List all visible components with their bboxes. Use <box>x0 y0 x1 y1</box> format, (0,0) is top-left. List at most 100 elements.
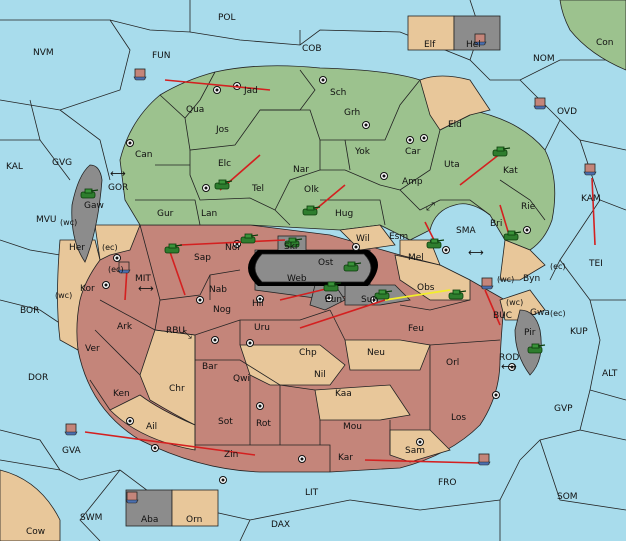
ship-icon[interactable] <box>473 33 487 46</box>
sea-label-gvg: GVG <box>52 158 72 168</box>
supply-center-dot <box>248 341 252 345</box>
land-label-gaw: Gaw <box>84 201 104 211</box>
double-arrow-icon: ⤡ <box>183 328 192 341</box>
territory-her[interactable] <box>94 224 141 261</box>
supply-center-dot <box>258 404 262 408</box>
land-label-nar: Nar <box>293 165 309 175</box>
land-label-los: Los <box>451 413 466 423</box>
land-labels: Jad Sch Qua Grh Jos Eld Can Yok Car Uta … <box>69 40 550 525</box>
land-label-gur: Gur <box>157 209 174 219</box>
land-label-byn: Byn <box>523 274 540 284</box>
sea-label-gva: GVA <box>62 446 82 456</box>
land-label-uta: Uta <box>444 160 460 170</box>
sea-label-buc: BUC <box>493 311 512 321</box>
arrow-olk-hug <box>314 184 346 211</box>
supply-center-dot <box>408 138 412 142</box>
arrow-hil-eun <box>279 287 331 301</box>
ship-icon[interactable] <box>480 277 494 290</box>
land-label-web: Web <box>287 274 307 284</box>
land-label-orn: Orn <box>186 515 202 525</box>
tank-icon[interactable] <box>492 146 511 157</box>
land-label-qwi: Qwi <box>233 374 250 384</box>
land-label-qua: Qua <box>186 105 204 115</box>
tank-icon[interactable] <box>323 281 342 292</box>
coast-tag-wc: (wc) <box>506 298 523 307</box>
territory-kaa[interactable] <box>314 384 411 421</box>
ship-icon[interactable] <box>64 423 78 436</box>
sea-label-gor: GOR <box>108 183 128 193</box>
land-label-chr: Chr <box>169 384 185 394</box>
supply-center-dot <box>215 88 219 92</box>
land-label-bar: Bar <box>202 362 218 372</box>
double-arrow-icon: ⟷ <box>110 167 126 180</box>
sea-label-con: Con <box>596 38 614 48</box>
ship-icon[interactable] <box>125 491 139 504</box>
land-label-grh: Grh <box>344 108 360 118</box>
territory-cow[interactable] <box>0 469 61 541</box>
coast-tag-ec: (ec) <box>550 309 566 318</box>
supply-center-dot <box>198 298 202 302</box>
ship-icon[interactable] <box>533 97 547 110</box>
sea-label-alt: ALT <box>602 369 618 379</box>
tank-icon[interactable] <box>503 230 522 241</box>
land-label-hug: Hug <box>335 209 353 219</box>
land-label-hel: Hel <box>466 40 481 50</box>
coast-tags: (wc) (ec) (ec) (wc) (ec) (wc) (wc) (ec) <box>55 218 566 318</box>
land-label-skr: Skr <box>284 242 299 252</box>
territory-web[interactable] <box>254 253 372 283</box>
tank-icon[interactable] <box>426 238 445 249</box>
land-label-sam: Sam <box>405 446 425 456</box>
supply-center-dot <box>235 242 239 246</box>
tank-icon[interactable] <box>284 237 303 248</box>
tank-icon[interactable] <box>374 289 393 300</box>
land-label-pir: Pir <box>524 328 536 338</box>
tank-icon[interactable] <box>80 188 99 199</box>
supply-center-dot <box>327 296 331 300</box>
territory-gaw[interactable] <box>71 164 103 263</box>
ship-icon[interactable] <box>583 163 597 176</box>
territory-byn[interactable] <box>499 239 546 281</box>
land-label-jos: Jos <box>215 125 229 135</box>
ship-icon[interactable] <box>477 453 491 466</box>
land-label-bri: Bri <box>490 219 502 229</box>
land-label-rot: Rot <box>256 419 271 429</box>
supply-centers <box>102 76 531 484</box>
land-label-chp: Chp <box>299 348 317 358</box>
sea-label-rbu: RBU <box>166 326 185 336</box>
territory-orn[interactable] <box>171 489 219 527</box>
sea-labels: POL FUN NVM COB NOM Con KAL GVG OVD GOR … <box>6 13 618 537</box>
coast-tag-wc: (wc) <box>60 218 77 227</box>
land-label-sap: Sap <box>194 253 211 263</box>
supply-center-dot <box>115 256 119 260</box>
land-label-eld: Eld <box>448 120 462 130</box>
tank-icon[interactable] <box>527 343 546 354</box>
land-label-neu: Neu <box>367 348 385 358</box>
supply-center-dot <box>364 123 368 127</box>
territory-con[interactable] <box>559 0 626 71</box>
tank-icon[interactable] <box>343 261 362 272</box>
tank-icon[interactable] <box>164 243 183 254</box>
land-label-elc: Elc <box>218 159 231 169</box>
tank-icon[interactable] <box>302 205 321 216</box>
ship-icon[interactable] <box>117 261 131 274</box>
sea-label-kam: KAM <box>581 194 601 204</box>
land-label-gwa: Gwa <box>530 308 550 318</box>
coast-tag-wc: (wc) <box>497 275 514 284</box>
territory-pir[interactable] <box>514 309 542 376</box>
territory-neu[interactable] <box>344 339 431 371</box>
land-label-can: Can <box>135 150 153 160</box>
tank-icon[interactable] <box>448 289 467 300</box>
sea-label-nom: NOM <box>533 54 555 64</box>
territory-elf[interactable] <box>407 15 455 51</box>
land-label-mel: Mel <box>408 253 424 263</box>
sea-label-swm: SWM <box>80 513 102 523</box>
territory-kor-coast[interactable] <box>57 239 101 351</box>
ship-icon[interactable] <box>133 68 147 81</box>
supply-center-dot <box>525 228 529 232</box>
supply-center-dot <box>372 298 376 302</box>
tank-icon[interactable] <box>240 233 259 244</box>
arrow-ark-mit <box>124 267 128 301</box>
tank-icon[interactable] <box>214 179 233 190</box>
supply-center-dot <box>213 338 217 342</box>
sea-label-mit: MIT <box>135 274 151 284</box>
